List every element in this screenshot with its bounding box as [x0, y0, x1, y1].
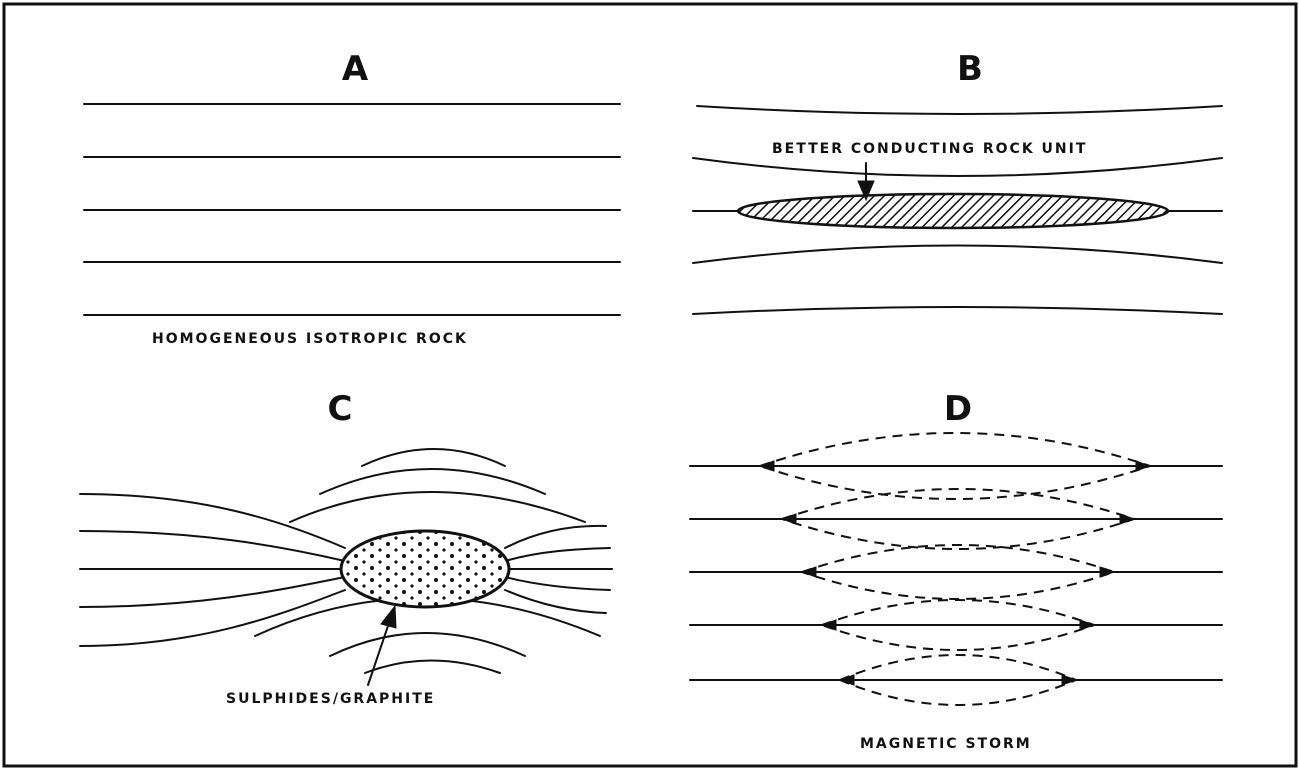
field-line: [365, 661, 500, 674]
loop-tip: [1080, 620, 1094, 630]
conducting-rock-unit: [738, 194, 1168, 228]
panel-c-caption: SULPHIDES/GRAPHITE: [226, 691, 435, 707]
figure-frame: [4, 4, 1296, 766]
panel-a: A HOMOGENEOUS ISOTROPIC ROCK: [84, 49, 620, 347]
panel-c: C SULPHIDES/GRAPHITE: [80, 389, 612, 707]
field-line: [693, 158, 1222, 176]
panel-b-caption: BETTER CONDUCTING ROCK UNIT: [772, 141, 1087, 157]
panel-d-caption: MAGNETIC STORM: [860, 736, 1032, 752]
loop-tip: [1120, 514, 1134, 524]
panel-a-letter: A: [342, 49, 369, 89]
field-line: [320, 469, 545, 494]
field-line: [362, 449, 505, 466]
panel-d-letter: D: [944, 389, 972, 429]
field-line: [693, 246, 1222, 264]
panel-b-letter: B: [957, 49, 983, 89]
field-line: [697, 106, 1222, 114]
panel-c-arrow-head: [381, 606, 396, 628]
loop-tip: [782, 514, 796, 524]
loop-tip: [1100, 567, 1114, 577]
panel-b: B BETTER CONDUCTING ROCK UNIT: [693, 49, 1222, 314]
panel-c-letter: C: [328, 389, 353, 429]
panel-d: D MAGNETIC STORM: [690, 389, 1222, 752]
field-line: [80, 590, 606, 646]
field-line: [330, 633, 525, 656]
panel-a-field-lines: [84, 104, 620, 315]
loop-tip: [760, 461, 774, 471]
panel-d-storm-loops: [760, 433, 1150, 705]
field-line: [80, 494, 606, 548]
field-line: [290, 492, 585, 522]
panel-a-caption: HOMOGENEOUS ISOTROPIC ROCK: [152, 331, 468, 347]
loop-tip: [1062, 675, 1076, 685]
panel-d-field-lines: [690, 466, 1222, 680]
panel-c-arrow-shaft: [368, 620, 390, 685]
sulphide-graphite-body: [341, 531, 509, 607]
loop-tip: [1136, 461, 1150, 471]
loop-tip: [802, 567, 816, 577]
field-line: [693, 307, 1222, 314]
